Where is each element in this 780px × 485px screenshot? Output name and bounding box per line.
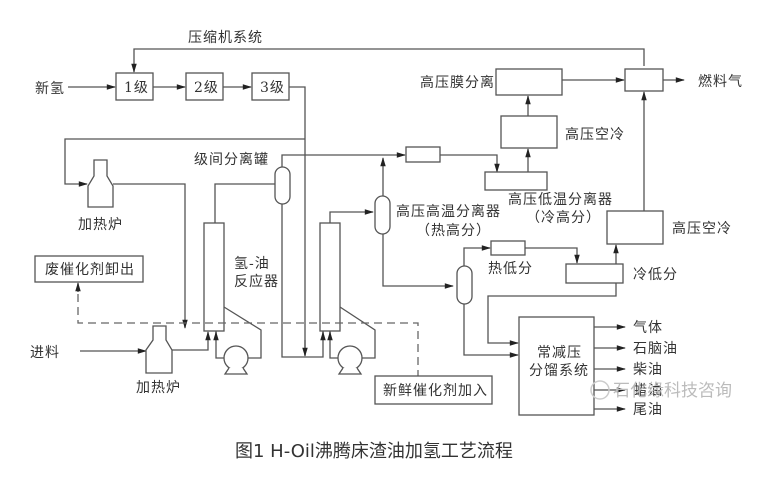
fractionation-system: [518, 316, 595, 416]
compressor-stage-1: 1级: [115, 72, 154, 101]
product-label: 尾油: [633, 402, 663, 418]
product-label: 气体: [633, 320, 663, 336]
cold-lp-liquid-line: [487, 283, 617, 346]
cold-hp-separator: [484, 171, 548, 191]
h2-to-heater-line: [64, 138, 305, 187]
catalyst-dashed-line: [77, 284, 419, 378]
hot-hp-separator: [374, 195, 391, 235]
heater-bottom-label: 加热炉: [136, 380, 181, 396]
reactor-1: [203, 222, 225, 332]
fractionation-label-line1: 常减压: [537, 345, 582, 361]
svg-text:3级: 3级: [260, 80, 285, 96]
hp-air-cooler-top-label: 高压空冷: [565, 126, 625, 143]
product-label: 柴油: [633, 362, 663, 378]
pump2-discharge: [329, 331, 338, 359]
reactor1-recycle-line: [223, 306, 262, 359]
reactor-2: [319, 222, 341, 332]
heater-top: [87, 159, 114, 208]
figure-caption: 图1 H-Oil沸腾床渣油加氢工艺流程: [235, 441, 513, 462]
cold-lp-sep-label: 冷低分: [633, 267, 678, 283]
pump1-discharge: [215, 331, 224, 359]
svg-text:石化缘科技咨询: 石化缘科技咨询: [613, 381, 732, 401]
cold-hp-sep-label-line1: 高压低温分离器: [508, 191, 613, 208]
reactor2-recycle-line: [339, 306, 376, 359]
spent-catalyst-box: [34, 255, 144, 283]
reactor1-to-drum-line: [214, 183, 275, 223]
reactor2-to-hot-hp-sep: [329, 209, 374, 223]
drum-vapor-line: [281, 152, 406, 167]
heater-bottom-outlet: [172, 340, 209, 351]
product-label: 蜡油: [633, 383, 663, 399]
heater-bottom: [145, 325, 173, 374]
svg-text:1级: 1级: [124, 80, 149, 96]
hp-air-cooler-right-label: 高压空冷: [672, 220, 732, 237]
heat-exchanger-1: [405, 146, 441, 163]
heat-exchanger-2: [490, 240, 526, 256]
compressor-system-label: 压缩机系统: [188, 30, 263, 46]
product-label: 石脑油: [633, 341, 678, 357]
hot-hp-sep-label-line2: （热高分）: [416, 222, 491, 239]
hot-hp-sep-label-line1: 高压高温分离器: [396, 203, 501, 220]
interstage-drum: [274, 166, 291, 205]
fractionation-label-line2: 分馏系统: [529, 363, 589, 379]
hot-hp-liquid-line: [382, 234, 454, 289]
hp-membrane-separator: [495, 68, 563, 96]
stage3-outlet-line: [289, 86, 306, 355]
fresh-catalyst-box: [374, 375, 493, 405]
wechat-icon: [590, 380, 610, 400]
cold-hp-sep-label-line2: （冷高分）: [526, 209, 601, 226]
hot-lp-sep-label: 热低分: [488, 261, 533, 277]
watermark: 石化缘科技咨询: [590, 380, 732, 401]
hot-lp-separator: [456, 265, 473, 305]
hp-air-cooler-right: [606, 210, 664, 245]
hot-lp-vapor-line: [463, 245, 491, 266]
compressor-stage-2: 2级: [185, 72, 224, 101]
compressor-stage-3: 3级: [251, 72, 290, 101]
hp-membrane-label: 高压膜分离: [420, 74, 495, 91]
exchanger-to-cold-hp-sep: [440, 154, 500, 173]
cold-lp-separator: [565, 263, 624, 284]
svg-text:2级: 2级: [194, 80, 219, 96]
heater-top-outlet: [113, 183, 186, 327]
interstage-drum-label: 级间分离罐: [194, 151, 269, 168]
reactor-label-line1: 氢-油: [234, 256, 270, 272]
feed-label: 进料: [30, 345, 60, 361]
reactor-label-line2: 反应器: [234, 273, 279, 290]
fresh-hydrogen-label: 新氢: [35, 81, 65, 97]
recycle-hydrogen-line: [131, 48, 645, 73]
ebullating-pump-2: [337, 345, 363, 375]
drum-liquid-line: [281, 204, 324, 358]
fractionation-products: 气体 石脑油 柴油 蜡油 尾油: [594, 320, 678, 418]
hot-lp-liquid-line: [463, 304, 519, 358]
fresh-catalyst-label: 新鲜催化剂加入: [383, 383, 488, 399]
fuel-gas-label: 燃料气: [698, 73, 743, 90]
ebullating-pump-1: [223, 345, 249, 375]
hp-air-cooler-top: [500, 115, 558, 149]
spent-catalyst-label: 废催化剂卸出: [45, 262, 135, 278]
heater-top-label: 加热炉: [78, 217, 123, 233]
exchanger-to-cold-lp: [525, 247, 580, 264]
fuel-gas-mixer: [624, 68, 664, 92]
